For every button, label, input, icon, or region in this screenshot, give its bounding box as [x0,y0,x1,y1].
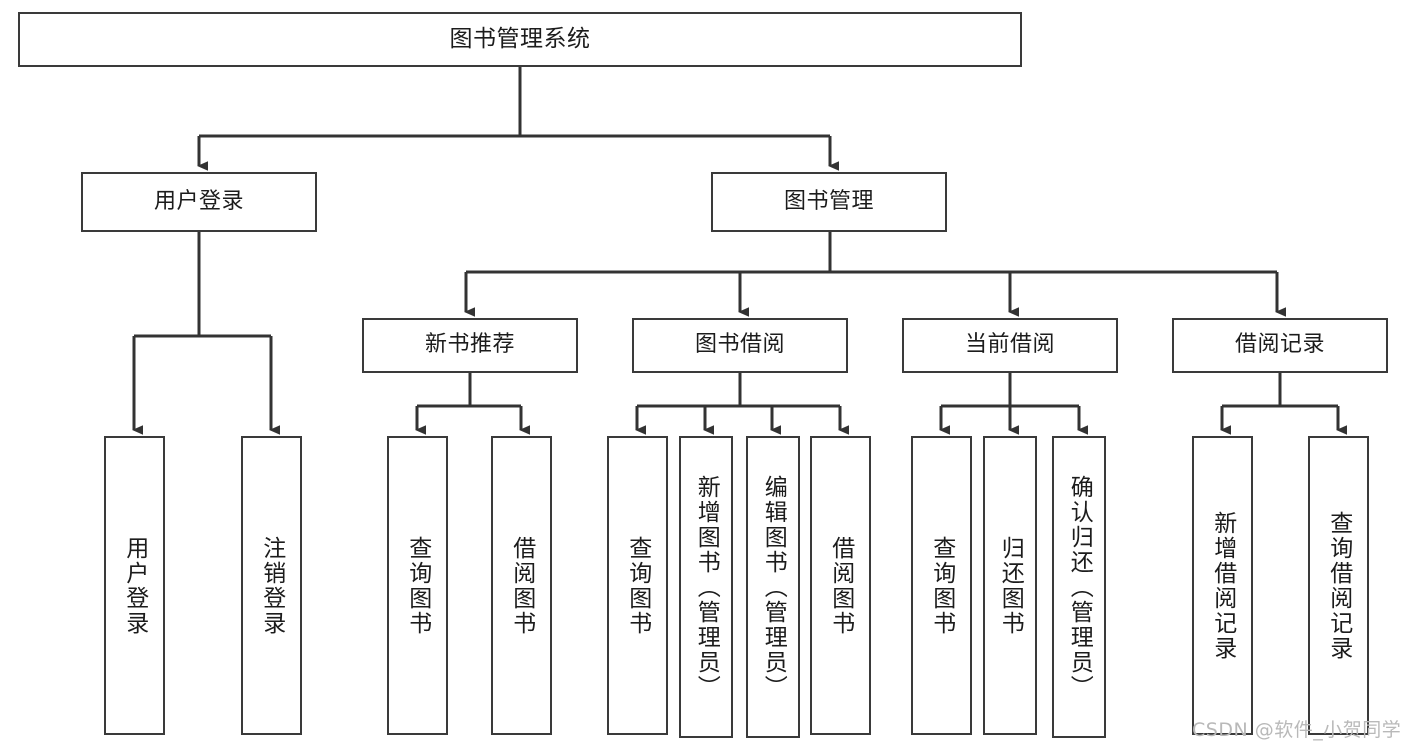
watermark-text: CSDN @软件_小贺同学 [1192,719,1402,741]
node-label: 注销登录 [258,535,285,636]
node-label: 当前借阅 [964,332,1055,358]
node-current-borrow[interactable]: 当前借阅 [902,318,1118,373]
node-label: 查询图书 [404,535,431,636]
leaf-current-query-book[interactable]: 查询图书 [911,436,972,735]
node-label: 查询借阅记录 [1325,510,1352,661]
leaf-borrow-borrow-book[interactable]: 借阅图书 [810,436,871,735]
node-label: 查询图书 [624,535,651,636]
node-new-book-recommend[interactable]: 新书推荐 [362,318,578,373]
node-borrow-record[interactable]: 借阅记录 [1172,318,1388,373]
leaf-record-add-record[interactable]: 新增借阅记录 [1192,436,1253,735]
node-label: 图书管理 [783,188,874,214]
leaf-logout[interactable]: 注销登录 [241,436,302,735]
leaf-current-return-book[interactable]: 归还图书 [983,436,1037,735]
leaf-recommend-borrow-book[interactable]: 借阅图书 [491,436,552,735]
node-book-management[interactable]: 图书管理 [711,172,947,232]
node-label: 归还图书 [997,535,1024,636]
node-label: 图书借阅 [694,332,785,358]
node-label: 编辑图书（管理员） [760,474,787,700]
node-label: 确认归还（管理员） [1066,474,1093,700]
node-label: 借阅图书 [827,535,854,636]
leaf-current-confirm-return-admin[interactable]: 确认归还（管理员） [1052,436,1106,738]
leaf-borrow-edit-book-admin[interactable]: 编辑图书（管理员） [746,436,800,738]
node-root-system[interactable]: 图书管理系统 [18,12,1022,67]
node-label: 用户登录 [153,188,244,214]
leaf-recommend-query-book[interactable]: 查询图书 [387,436,448,735]
node-label: 查询图书 [928,535,955,636]
node-label: 借阅记录 [1234,332,1325,358]
leaf-borrow-add-book-admin[interactable]: 新增图书（管理员） [679,436,733,738]
node-user-login[interactable]: 用户登录 [81,172,317,232]
node-label: 借阅图书 [508,535,535,636]
leaf-borrow-query-book[interactable]: 查询图书 [607,436,668,735]
leaf-record-query-record[interactable]: 查询借阅记录 [1308,436,1369,735]
node-label: 新书推荐 [424,332,515,358]
node-book-borrow[interactable]: 图书借阅 [632,318,848,373]
node-label: 新增借阅记录 [1209,510,1236,661]
node-label: 图书管理系统 [449,25,591,52]
leaf-user-login[interactable]: 用户登录 [104,436,165,735]
node-label: 用户登录 [121,535,148,636]
node-label: 新增图书（管理员） [693,474,720,700]
